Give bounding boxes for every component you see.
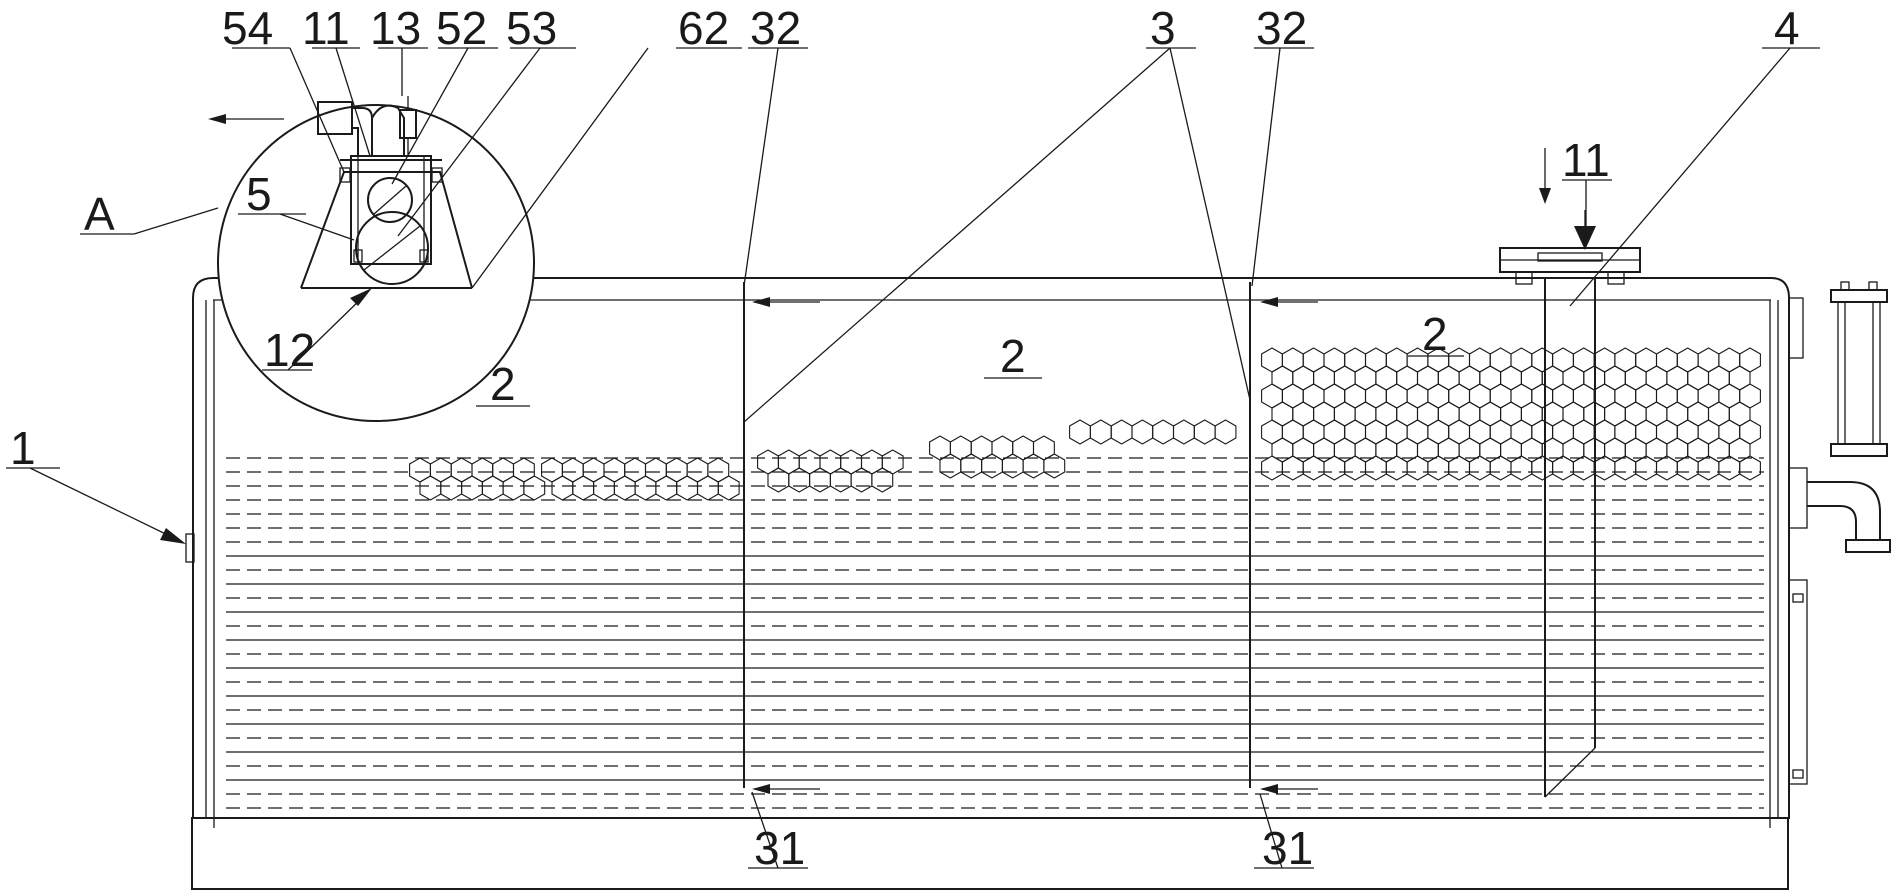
side-nameplate	[1788, 579, 1808, 785]
packing-cell	[1172, 419, 1195, 445]
label-32-right: 32	[1256, 2, 1307, 54]
liquid-level-lines	[226, 457, 1764, 809]
label-2-left: 2	[490, 358, 516, 410]
packing-cell	[593, 475, 615, 501]
packing-cell	[1593, 455, 1616, 481]
packing-cell	[1572, 455, 1595, 481]
packing-cell	[1214, 419, 1237, 445]
packing-cell	[871, 467, 894, 493]
packing-cell	[1193, 419, 1216, 445]
packing-cell	[717, 475, 740, 501]
base-skid	[191, 817, 1789, 890]
packing-cell	[1510, 455, 1533, 481]
packing-cell	[1043, 453, 1066, 479]
label-2-right: 2	[1422, 308, 1448, 360]
label-53: 53	[506, 2, 557, 54]
baffle-flow-arrows	[752, 297, 1318, 794]
label-62: 62	[678, 2, 729, 54]
packing-cell	[655, 475, 678, 501]
label-5: 5	[246, 168, 272, 220]
honeycomb-packing	[409, 347, 1761, 501]
packing-cell	[1131, 419, 1154, 445]
packing-cell	[1385, 455, 1408, 481]
packing-cell	[440, 475, 463, 501]
label-31-left: 31	[754, 822, 805, 874]
packing-cell	[1489, 455, 1512, 481]
packing-cell	[1448, 455, 1471, 481]
packing-cell	[419, 475, 442, 501]
label-31-right: 31	[1262, 822, 1313, 874]
packing-cell	[1718, 455, 1741, 481]
label-11-flange: 11	[1562, 134, 1610, 186]
packing-cell	[1427, 455, 1450, 481]
packing-cell	[1697, 455, 1720, 481]
label-11-detail: 11	[302, 2, 350, 54]
packing-cell	[461, 475, 483, 501]
packing-cell	[1531, 455, 1554, 481]
packing-cell	[1635, 455, 1658, 481]
packing-cell	[1676, 455, 1699, 481]
packing-cell	[1406, 455, 1429, 481]
label-3: 3	[1150, 2, 1176, 54]
packing-cell	[1152, 419, 1175, 445]
packing-cell	[1655, 455, 1678, 481]
packing-cell	[1069, 419, 1091, 445]
label-a: A	[84, 188, 115, 240]
label-2-middle: 2	[1000, 330, 1026, 382]
detail-a-assembly	[208, 96, 473, 289]
packing-cell	[502, 475, 525, 501]
top-inlet-flange	[1499, 247, 1641, 285]
top-inlet-arrows	[1539, 148, 1596, 250]
label-12: 12	[264, 324, 315, 376]
packing-cell	[1739, 455, 1761, 481]
callout-labels: 54 11 13 52 53 62 32 3 32 4 11 A 5 12 1 …	[10, 2, 1800, 874]
packing-cell	[613, 475, 636, 501]
label-32-left: 32	[750, 2, 801, 54]
insert-pipe	[1544, 278, 1596, 798]
label-13: 13	[370, 2, 421, 54]
label-4: 4	[1774, 2, 1800, 54]
packing-cell	[1281, 455, 1304, 481]
packing-cell	[572, 475, 595, 501]
leader-lines	[6, 47, 1820, 869]
packing-cell	[676, 475, 699, 501]
packing-cell	[696, 475, 719, 501]
packing-cell	[1344, 455, 1367, 481]
packing-cell	[523, 475, 546, 501]
packing-cell	[1261, 455, 1283, 481]
side-outlet-elbow	[1788, 467, 1891, 553]
packing-cell	[1302, 455, 1325, 481]
packing-cell	[1323, 455, 1346, 481]
packing-cell	[1552, 455, 1574, 481]
inlet-nozzle-left	[185, 533, 195, 563]
side-level-gauge	[1788, 281, 1888, 457]
packing-cell	[1089, 419, 1112, 445]
packing-cell	[551, 475, 574, 501]
label-54: 54	[222, 2, 273, 54]
label-1: 1	[10, 422, 36, 474]
packing-cell	[481, 475, 504, 501]
baffle-plates	[743, 282, 1251, 788]
packing-cell	[1364, 455, 1387, 481]
packing-cell	[1110, 419, 1133, 445]
packing-cell	[1468, 455, 1491, 481]
label-52: 52	[436, 2, 487, 54]
packing-cell	[634, 475, 657, 501]
packing-cell	[1614, 455, 1637, 481]
